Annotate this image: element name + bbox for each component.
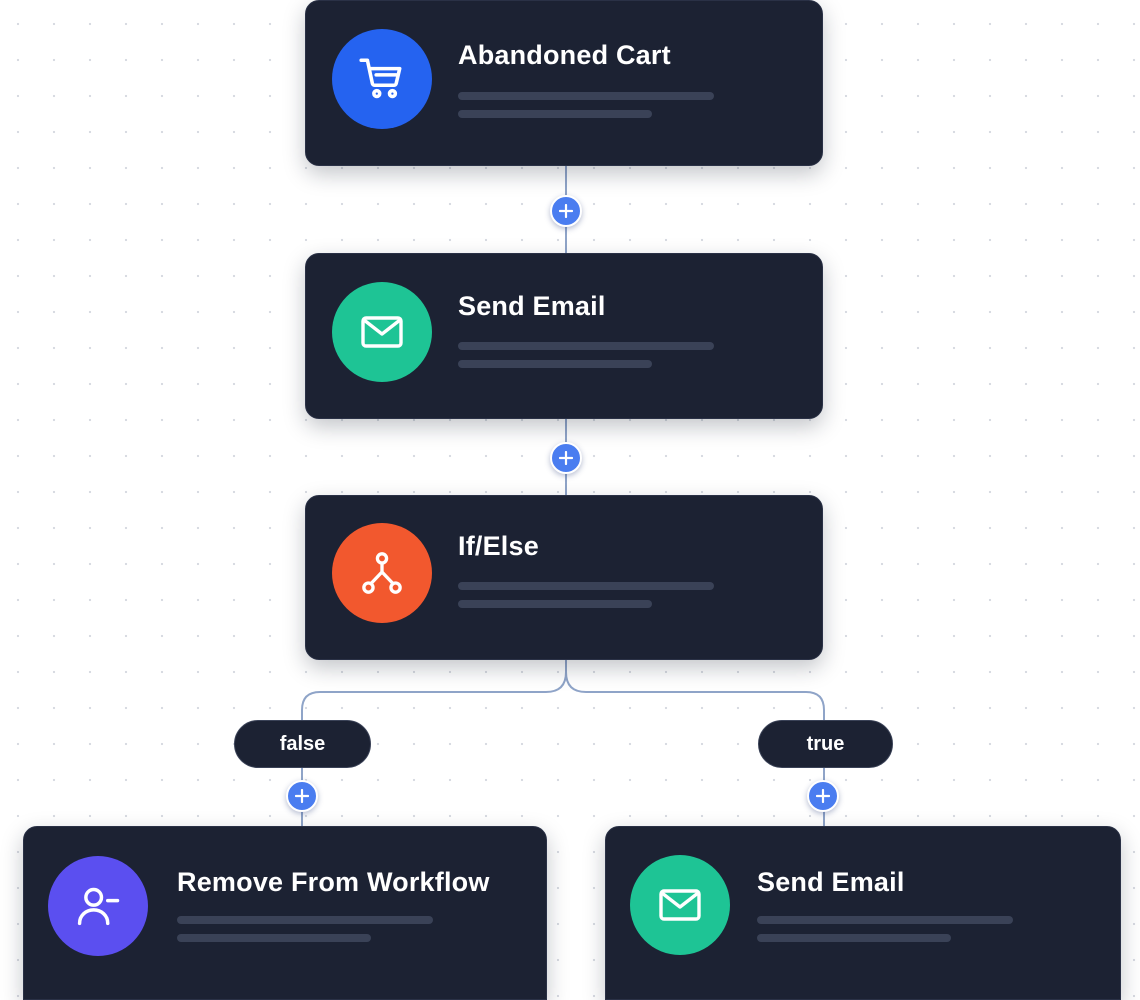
add-step-button[interactable] [286,780,318,812]
plus-icon [559,204,573,218]
branch-icon [362,552,402,594]
placeholder-line [757,934,951,942]
envelope-icon [659,889,701,921]
node-title: Send Email [757,867,905,897]
placeholder-line [458,360,652,368]
placeholder-line [458,92,714,100]
placeholder-line [458,342,714,350]
node-remove-from-workflow[interactable]: Remove From Workflow [23,826,547,1000]
placeholder-line [177,916,433,924]
placeholder-line [757,916,1013,924]
placeholder-line [458,110,652,118]
plus-icon [816,789,830,803]
node-icon-circle [48,856,148,956]
node-icon-circle [332,282,432,382]
branch-label-false[interactable]: false [234,720,371,768]
placeholder-line [458,582,714,590]
node-title: Remove From Workflow [177,867,490,897]
node-send-email-true[interactable]: Send Email [605,826,1121,1000]
node-send-email[interactable]: Send Email [305,253,823,419]
node-title: Send Email [458,291,606,321]
node-abandoned-cart[interactable]: Abandoned Cart [305,0,823,166]
node-title: If/Else [458,531,539,561]
connector-ifelse-to-true [565,671,825,826]
placeholder-line [177,934,371,942]
node-icon-circle [630,855,730,955]
node-icon-circle [332,29,432,129]
branch-label-true[interactable]: true [758,720,893,768]
node-if-else[interactable]: If/Else [305,495,823,660]
add-step-button[interactable] [807,780,839,812]
plus-icon [559,451,573,465]
placeholder-line [458,600,652,608]
add-step-button[interactable] [550,442,582,474]
plus-icon [295,789,309,803]
cart-icon [359,58,402,99]
connector-ifelse-to-false [301,660,567,826]
node-icon-circle [332,523,432,623]
user-minus-icon [77,887,120,926]
envelope-icon [361,316,403,348]
add-step-button[interactable] [550,195,582,227]
node-title: Abandoned Cart [458,40,671,70]
